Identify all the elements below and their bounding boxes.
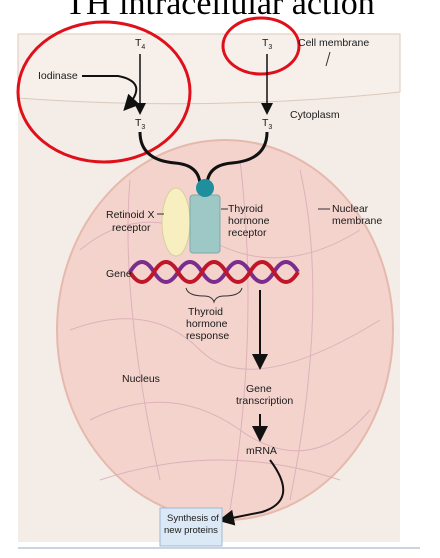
annotation-circle-iodinase: [16, 20, 192, 164]
t3-to-receptor-left: [138, 131, 202, 187]
synthesis-box: [159, 507, 223, 547]
slide-title: TH intracellular action: [65, 0, 375, 22]
response-bracket: [185, 287, 243, 304]
mrna-label: mRNA: [246, 445, 277, 457]
cytoplasm-label: Cytoplasm: [290, 109, 340, 121]
iodinase-arrow: [82, 75, 141, 111]
cell-membrane-leader: [325, 51, 331, 67]
t3-right-label: T3: [262, 117, 272, 131]
t3-left-label: T3: [135, 117, 145, 131]
gene-label: Gene: [106, 268, 132, 280]
t3-to-receptor-right: [205, 131, 269, 187]
t3-top-label: T3: [262, 37, 272, 51]
mrna-to-synthesis-arrow: [218, 459, 285, 526]
chromatin-network: [69, 159, 381, 511]
retinoid-x-receptor: [161, 187, 191, 257]
t4-label: T4: [135, 37, 145, 51]
iodinase-label: Iodinase: [38, 70, 78, 82]
cell-membrane-band: [17, 33, 401, 105]
dna-helix: [128, 260, 300, 284]
t3-ligand: [196, 179, 214, 197]
cell-membrane-label: Cell membrane: [298, 37, 369, 49]
thyroid-hormone-receptor: [189, 194, 221, 254]
annotation-circle-t3: [221, 16, 301, 76]
nucleus-label: Nucleus: [122, 373, 160, 385]
